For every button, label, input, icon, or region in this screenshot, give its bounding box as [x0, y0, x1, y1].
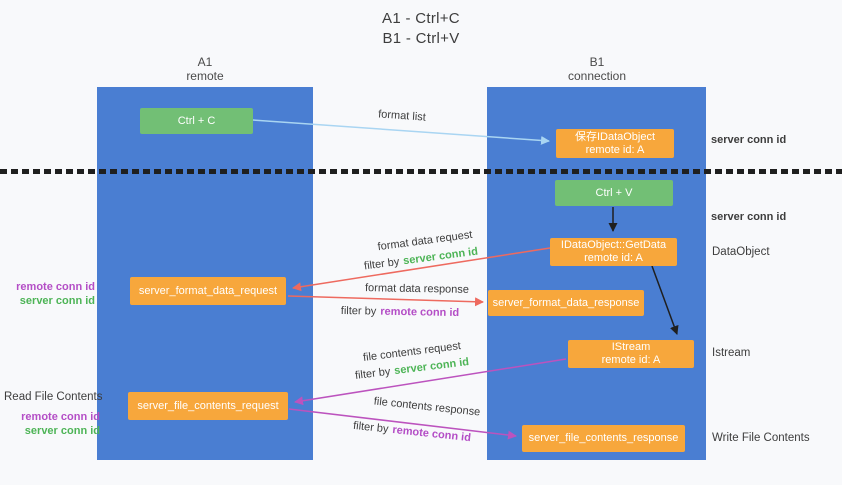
arrow-format-data-response — [287, 295, 484, 307]
node-server-format-data-request: server_format_data_request — [130, 277, 286, 305]
remote-conn-id-text: remote conn id — [391, 423, 472, 445]
filter-by-text: filter by — [352, 419, 390, 436]
label-read-file-contents: Read File Contents — [4, 391, 103, 403]
remote-conn-id-text: remote conn id — [380, 305, 460, 320]
node-istream-remote-id: remote id: A — [601, 354, 661, 366]
server-conn-id-text: server conn id — [393, 356, 470, 378]
title-line-1: A1 - Ctrl+C — [382, 10, 460, 27]
column-b1-name: B1 — [589, 55, 605, 69]
label-remote-conn-id: remote conn id — [21, 411, 100, 423]
diagram-title: A1 - Ctrl+C B1 - Ctrl+V — [0, 9, 842, 49]
filter-by-text: filter by — [363, 255, 401, 273]
label-istream: Istream — [712, 347, 751, 359]
label-format-data-response: format data response — [364, 282, 470, 296]
column-header-a1: A1 remote — [145, 55, 265, 83]
node-istream: IStream remote id: A — [568, 340, 694, 368]
node-save-idataobject-title: 保存IDataObject — [574, 130, 656, 143]
node-server-format-data-response: server_format_data_response — [488, 290, 644, 316]
column-header-b1: B1 connection — [537, 55, 657, 83]
label-remote-conn-id: remote conn id — [16, 281, 95, 293]
column-b1-subtitle: connection — [567, 69, 627, 83]
label-server-conn-id-top: server conn id — [711, 134, 787, 146]
filter-by-text: filter by — [340, 304, 377, 318]
dotted-separator — [0, 169, 842, 174]
left-labels-file: Read File Contents remote conn id server… — [4, 390, 103, 438]
node-ctrl-v: Ctrl + V — [555, 180, 673, 206]
label-write-file-contents: Write File Contents — [712, 432, 810, 444]
node-idataobject-getdata: IDataObject::GetData remote id: A — [550, 238, 677, 266]
filter-by-text: filter by — [354, 365, 392, 382]
label-server-conn-id-mid: server conn id — [711, 211, 787, 223]
label-dataobject: DataObject — [712, 246, 770, 258]
node-getdata-title: IDataObject::GetData — [560, 239, 667, 251]
label-server-conn-id: server conn id — [24, 425, 100, 437]
title-line-2: B1 - Ctrl+V — [382, 30, 460, 47]
node-istream-title: IStream — [611, 341, 651, 353]
column-a1-subtitle: remote — [186, 69, 224, 83]
node-server-file-contents-response: server_file_contents_response — [522, 425, 685, 452]
node-ctrl-c: Ctrl + C — [140, 108, 253, 134]
node-save-idataobject-remote-id: remote id: A — [585, 143, 645, 156]
node-server-file-contents-request: server_file_contents_request — [128, 392, 288, 420]
label-server-conn-id: server conn id — [19, 295, 95, 307]
node-save-idataobject: 保存IDataObject remote id: A — [556, 129, 674, 158]
column-a1-name: A1 — [197, 55, 213, 69]
left-labels-format: remote conn id server conn id — [8, 280, 95, 308]
node-getdata-remote-id: remote id: A — [584, 252, 643, 264]
server-conn-id-text: server conn id — [402, 245, 479, 268]
label-format-list: format list — [377, 108, 427, 124]
label-file-contents-response: file contents response — [373, 395, 481, 419]
